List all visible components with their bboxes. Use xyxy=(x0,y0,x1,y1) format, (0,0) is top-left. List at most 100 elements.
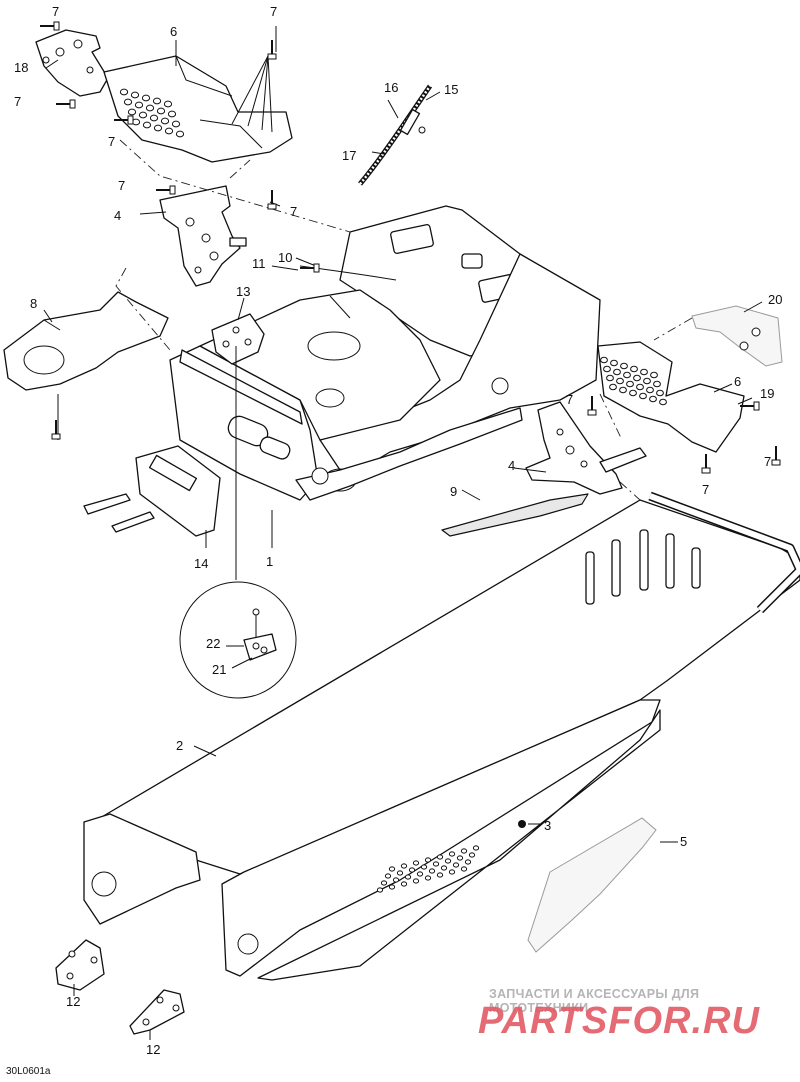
perforation-hole xyxy=(145,104,155,112)
perforation-hole xyxy=(416,871,424,877)
screw-icon xyxy=(740,401,760,411)
callout-7: 7 xyxy=(290,204,297,219)
perforation-hole xyxy=(436,872,444,878)
perforation-hole xyxy=(167,110,177,118)
perforation-hole xyxy=(609,383,617,391)
perforation-hole xyxy=(464,859,472,865)
perforation-hole xyxy=(460,866,468,872)
perforation-hole xyxy=(388,884,396,890)
fasteners xyxy=(40,21,781,474)
callout-7: 7 xyxy=(14,94,21,109)
perforation-hole xyxy=(448,851,456,857)
perforation-hole xyxy=(119,88,129,96)
callout-7: 7 xyxy=(764,454,771,469)
perforation-hole xyxy=(400,863,408,869)
tunnel-2 xyxy=(83,491,800,981)
perforation-hole xyxy=(134,101,144,109)
perforation-hole xyxy=(163,100,173,108)
perforation-hole xyxy=(649,395,657,403)
callout-20: 20 xyxy=(768,292,782,307)
callout-4: 4 xyxy=(114,208,121,223)
callout-7: 7 xyxy=(108,134,115,149)
perforation-hole xyxy=(149,114,159,122)
watermark-tagline: ЗАПЧАСТИ И АКСЕССУАРЫ ДЛЯ МОТОТЕХНИКИ xyxy=(489,987,700,1015)
perforation-hole xyxy=(141,94,151,102)
heat-shield-8 xyxy=(3,291,169,391)
callout-8: 8 xyxy=(30,296,37,311)
callout-18: 18 xyxy=(14,60,28,75)
perforation-hole xyxy=(626,380,634,388)
perforation-hole xyxy=(636,383,644,391)
callout-5: 5 xyxy=(680,834,687,849)
screw-icon xyxy=(156,185,176,195)
perforation-hole xyxy=(603,365,611,373)
perforation-hole xyxy=(613,368,621,376)
perforation-hole xyxy=(153,124,163,132)
plate-12-lower xyxy=(129,989,185,1035)
callout-9: 9 xyxy=(450,484,457,499)
screw-icon xyxy=(56,99,76,109)
perforation-hole xyxy=(610,359,618,367)
perforation-hole xyxy=(123,98,133,106)
perforation-hole xyxy=(629,389,637,397)
perforation-hole xyxy=(408,867,416,873)
callout-7: 7 xyxy=(118,178,125,193)
perforation-hole xyxy=(468,852,476,858)
perforation-hole xyxy=(456,855,464,861)
perforation-hole xyxy=(424,875,432,881)
heat-shield-6-right xyxy=(597,341,745,453)
screw-icon xyxy=(267,40,277,60)
callout-21: 21 xyxy=(212,662,226,677)
perforation-hole xyxy=(659,398,667,406)
plate-12-upper xyxy=(55,939,105,991)
perforation-hole xyxy=(640,368,648,376)
perforation-hole xyxy=(432,861,440,867)
bracket-13 xyxy=(211,313,265,365)
callout-14: 14 xyxy=(194,556,208,571)
perforation-hole xyxy=(623,371,631,379)
perforation-hole xyxy=(175,130,185,138)
perforation-hole xyxy=(380,880,388,886)
drawing-reference: 30L0601a xyxy=(6,1066,51,1077)
perforation-hole xyxy=(619,386,627,394)
bracket-20 xyxy=(691,305,783,367)
perforation-hole xyxy=(633,374,641,382)
watermark-logo: PARTSFOR.RU xyxy=(478,1000,760,1042)
perforation-hole xyxy=(392,877,400,883)
perforation-hole xyxy=(142,121,152,129)
perforation-hole xyxy=(460,848,468,854)
perforation-hole xyxy=(630,365,638,373)
perforation-hole xyxy=(138,111,148,119)
bracket-4-upper xyxy=(159,185,247,287)
perforation-hole xyxy=(396,870,404,876)
perforation-hole xyxy=(152,97,162,105)
callout-7: 7 xyxy=(702,482,709,497)
perforation-hole xyxy=(620,362,628,370)
perforation-hole xyxy=(600,356,608,364)
bracket-18 xyxy=(35,29,109,97)
perforation-hole xyxy=(424,857,432,863)
bracket-14 xyxy=(83,445,221,537)
callout-13: 13 xyxy=(236,284,250,299)
perforation-hole xyxy=(160,117,170,125)
perforation-hole xyxy=(412,860,420,866)
callout-16: 16 xyxy=(384,80,398,95)
callout-19: 19 xyxy=(760,386,774,401)
perforation-hole xyxy=(656,389,664,397)
screw-icon xyxy=(114,115,134,125)
heat-shield-6-top xyxy=(103,55,293,163)
screw-icon xyxy=(267,190,277,210)
perforation-hole xyxy=(448,869,456,875)
screw-icon xyxy=(300,263,320,273)
screw-icon xyxy=(40,21,60,31)
screw-icon xyxy=(701,454,711,474)
callout-7: 7 xyxy=(566,392,573,407)
perforation-hole xyxy=(130,91,140,99)
perforation-hole xyxy=(412,878,420,884)
callout-2: 2 xyxy=(176,738,183,753)
perforation-hole xyxy=(444,858,452,864)
perforation-hole xyxy=(400,881,408,887)
perforation-hole xyxy=(171,120,181,128)
